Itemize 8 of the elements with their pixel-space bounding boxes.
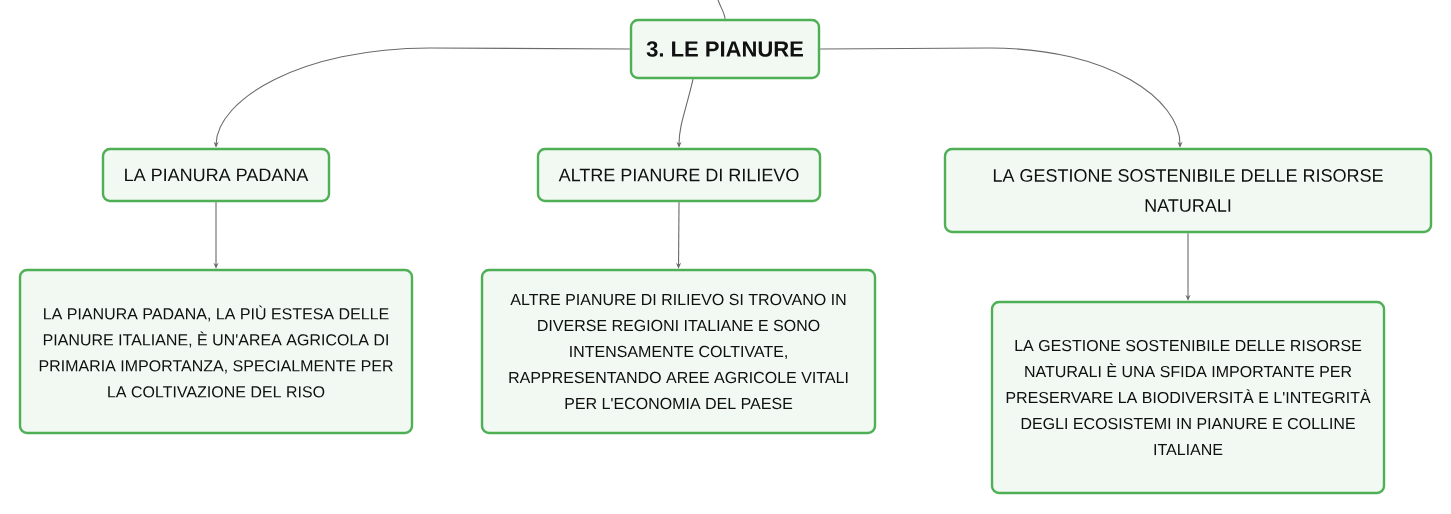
connector-line bbox=[717, 0, 726, 20]
subtopic-box: LA GESTIONE SOSTENIBILE DELLE RISORSE NATURALI bbox=[943, 147, 1433, 234]
topic-box: 3. LE PIANURE bbox=[629, 18, 821, 80]
description-box: ALTRE PIANURE DI RILIEVO SI TROVANO IN DIVERSE REGIONI ITALIANE E SONO INTENSAMENTE COLTIVATE, RAPPRESENTANDO AREE AGRICOLE VITALI PER L'ECONOMIA DEL PAESE bbox=[480, 268, 877, 435]
description-box: LA PIANURA PADANA, LA PIÙ ESTESA DELLE PIANURE ITALIANE, È UN'AREA AGRICOLA DI PRIMARIA IMPORTANZA, SPECIALMENTE PER LA COLTIVAZIONE DEL RISO bbox=[18, 268, 414, 435]
subtopic-box: ALTRE PIANURE DI RILIEVO bbox=[536, 147, 822, 203]
subtopic-box: LA PIANURA PADANA bbox=[101, 147, 331, 203]
description-box: LA GESTIONE SOSTENIBILE DELLE RISORSE NATURALI È UNA SFIDA IMPORTANTE PER PRESERVARE LA BIODIVERSITÀ E L'INTEGRITÀ DEGLI ECOSISTEMI IN PIANURE E COLLINE ITALIANE bbox=[990, 300, 1386, 495]
